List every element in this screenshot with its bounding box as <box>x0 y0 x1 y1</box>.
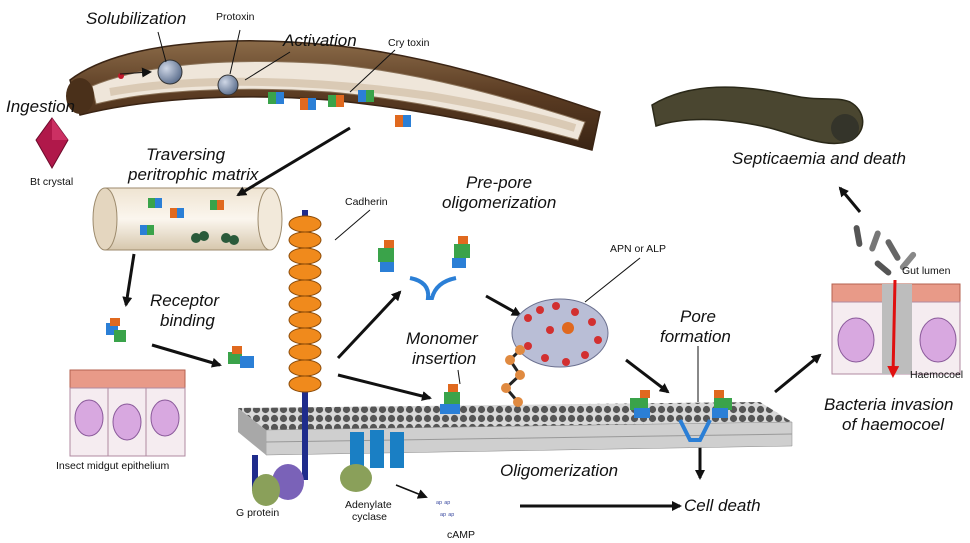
label-activation: Activation <box>283 32 357 51</box>
apn-alp-receptor <box>501 299 608 407</box>
label-oligomerization-top: oligomerization <box>442 194 556 213</box>
label-protoxin: Protoxin <box>216 12 255 24</box>
label-pore: Pore <box>680 308 716 327</box>
svg-text:ᵃᵖ ᵃᵖ: ᵃᵖ ᵃᵖ <box>436 499 450 508</box>
label-gut-lumen: Gut lumen <box>902 266 950 278</box>
label-septicaemia: Septicaemia and death <box>732 150 906 169</box>
label-monomer: Monomer <box>406 330 478 349</box>
label-ingestion: Ingestion <box>6 98 75 117</box>
midgut-epithelium-cells <box>70 370 185 456</box>
label-bacteria-invasion: Bacteria invasion <box>824 396 953 415</box>
label-prepore: Pre-pore <box>466 174 532 193</box>
label-binding: binding <box>160 312 215 331</box>
label-formation: formation <box>660 328 731 347</box>
label-camp: cAMP <box>447 530 475 542</box>
label-haemocoel: Haemocoel <box>910 370 963 382</box>
label-insertion: insertion <box>412 350 476 369</box>
label-bt-crystal: Bt crystal <box>30 177 73 189</box>
label-cadherin: Cadherin <box>345 197 388 209</box>
camp-molecules: ᵃᵖ ᵃᵖ ᵃᵖ ᵃᵖ <box>436 499 454 520</box>
label-cell-death: Cell death <box>684 497 761 516</box>
label-receptor: Receptor <box>150 292 219 311</box>
label-adenylate: Adenylate <box>345 500 392 512</box>
leader-apn-alp <box>585 258 640 302</box>
dead-larva <box>652 87 863 143</box>
g-protein <box>252 455 304 506</box>
peritrophic-matrix-tube <box>93 188 282 250</box>
label-of-haemocoel: of haemocoel <box>842 416 944 435</box>
svg-text:ᵃᵖ ᵃᵖ: ᵃᵖ ᵃᵖ <box>440 511 454 520</box>
label-apn-alp: APN or ALP <box>610 244 666 256</box>
leader-cadherin <box>335 210 370 240</box>
arrow-bacteria-invasion <box>893 280 895 375</box>
leader-monomer <box>458 370 460 384</box>
cell-membrane-bilayer <box>238 402 792 455</box>
label-oligomerization: Oligomerization <box>500 462 618 481</box>
label-traversing: Traversing <box>146 146 225 165</box>
label-cyclase: cyclase <box>352 512 387 524</box>
arrow-to-camp <box>396 485 426 497</box>
label-solubilization: Solubilization <box>86 10 186 29</box>
label-peritrophic-matrix: peritrophic matrix <box>128 166 258 185</box>
label-g-protein: G protein <box>236 508 279 520</box>
label-insect-midgut-epithelium: Insect midgut epithelium <box>56 461 169 473</box>
label-cry-toxin: Cry toxin <box>388 38 429 50</box>
